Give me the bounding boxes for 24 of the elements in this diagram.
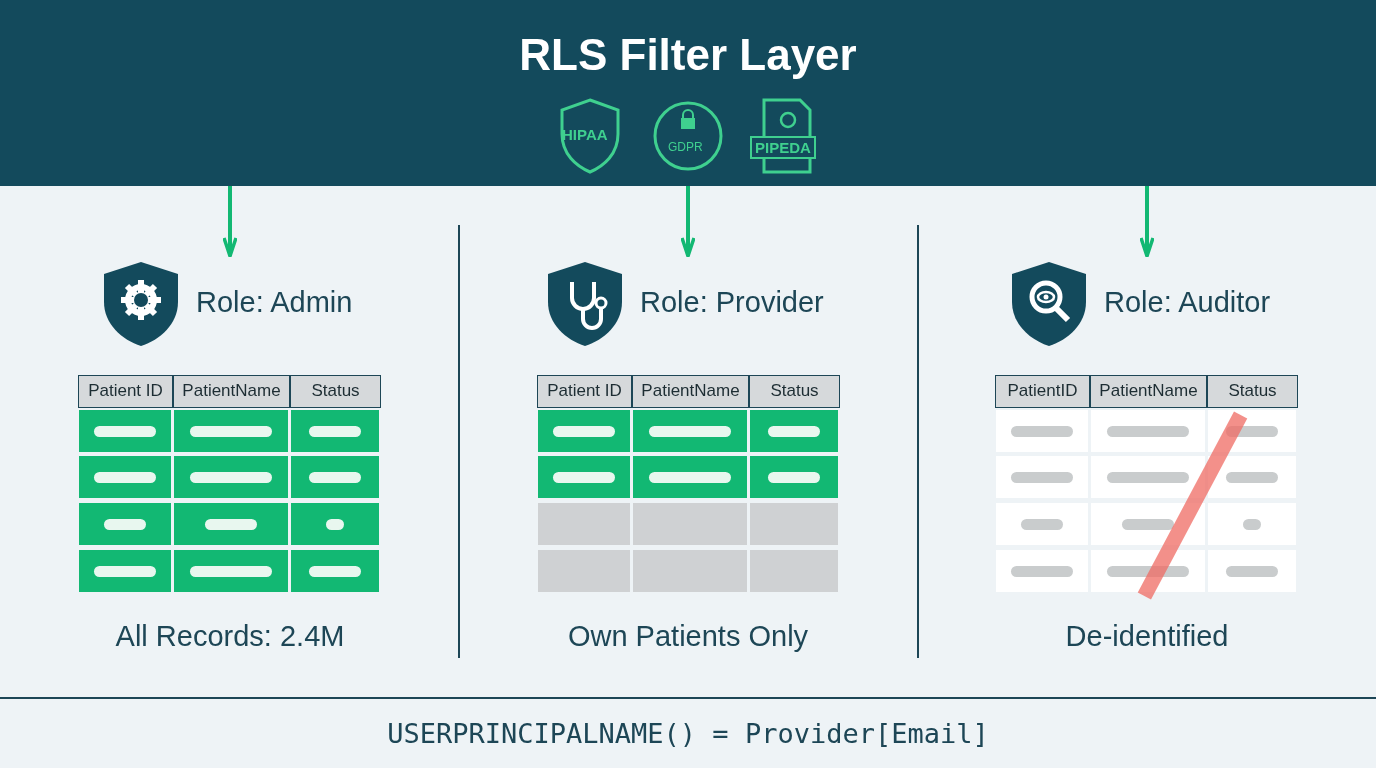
caption: All Records: 2.4M xyxy=(114,620,346,653)
column-header: Status xyxy=(1207,375,1298,408)
caption: Own Patients Only xyxy=(566,620,810,653)
column-header: PatientID xyxy=(995,375,1090,408)
badge-label: GDPR xyxy=(668,140,703,154)
role-label: Role: Provider xyxy=(640,286,824,319)
arrow xyxy=(222,186,238,258)
formula-text: USERPRINCIPALNAME() = Provider[Email] xyxy=(386,718,990,749)
column-header: Status xyxy=(749,375,840,408)
arrow xyxy=(1139,186,1155,258)
column-header: Patient ID xyxy=(78,375,173,408)
caption: De-identified xyxy=(1064,620,1230,653)
role-label: Role: Admin xyxy=(196,286,353,319)
column-header: Patient ID xyxy=(537,375,632,408)
title: RLS Filter Layer xyxy=(518,30,858,80)
column-header: PatientName xyxy=(1090,375,1207,408)
column-header: Status xyxy=(290,375,381,408)
arrow xyxy=(680,186,696,258)
header-band xyxy=(0,0,1376,186)
role-label: Role: Auditor xyxy=(1104,286,1271,319)
column-header: PatientName xyxy=(632,375,749,408)
column-header: PatientName xyxy=(173,375,290,408)
badge-label: PIPEDA xyxy=(750,136,816,159)
badge-label: HIPAA xyxy=(562,126,608,143)
